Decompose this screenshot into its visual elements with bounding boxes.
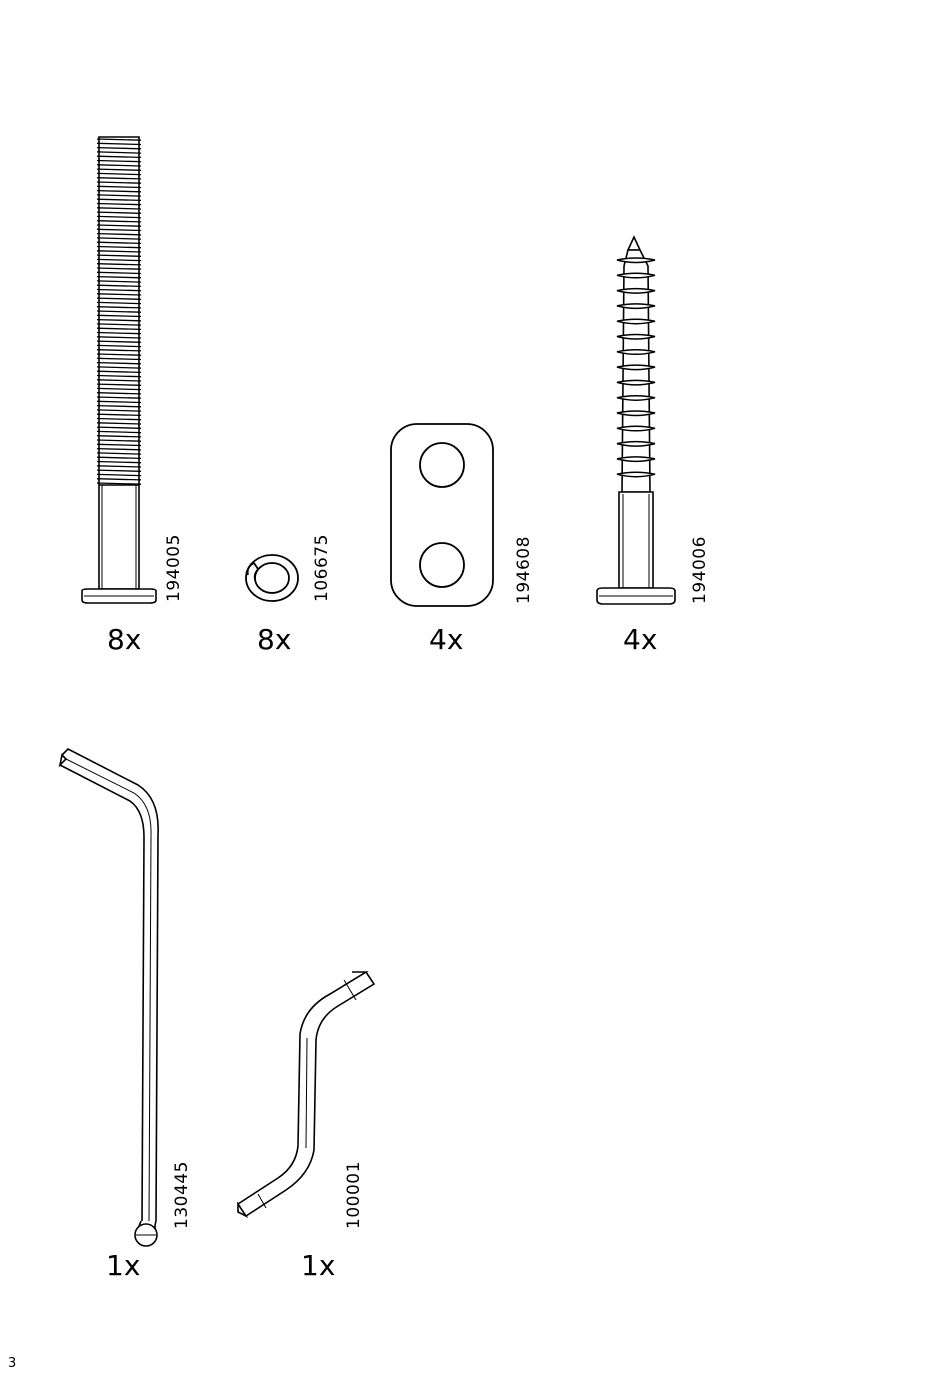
- article-number: 194005: [166, 534, 183, 602]
- quantity-label: 4x: [429, 626, 463, 654]
- quantity-label: 1x: [301, 1252, 335, 1280]
- article-number: 106675: [314, 534, 331, 602]
- machine-bolt-icon: [78, 135, 162, 610]
- quantity-label: 8x: [107, 626, 141, 654]
- quantity-label: 1x: [106, 1252, 140, 1280]
- allen-key-long-icon: [54, 745, 164, 1250]
- page-number: 3: [8, 1356, 16, 1371]
- quantity-label: 8x: [257, 626, 291, 654]
- article-number: 130445: [174, 1161, 191, 1229]
- connector-plate-icon: [390, 423, 494, 607]
- article-number: 194006: [692, 536, 709, 604]
- spring-washer-icon: [244, 553, 300, 603]
- article-number: 100001: [346, 1161, 363, 1229]
- quantity-label: 4x: [623, 626, 657, 654]
- article-number: 194608: [516, 536, 533, 604]
- wood-screw-icon: [594, 236, 678, 608]
